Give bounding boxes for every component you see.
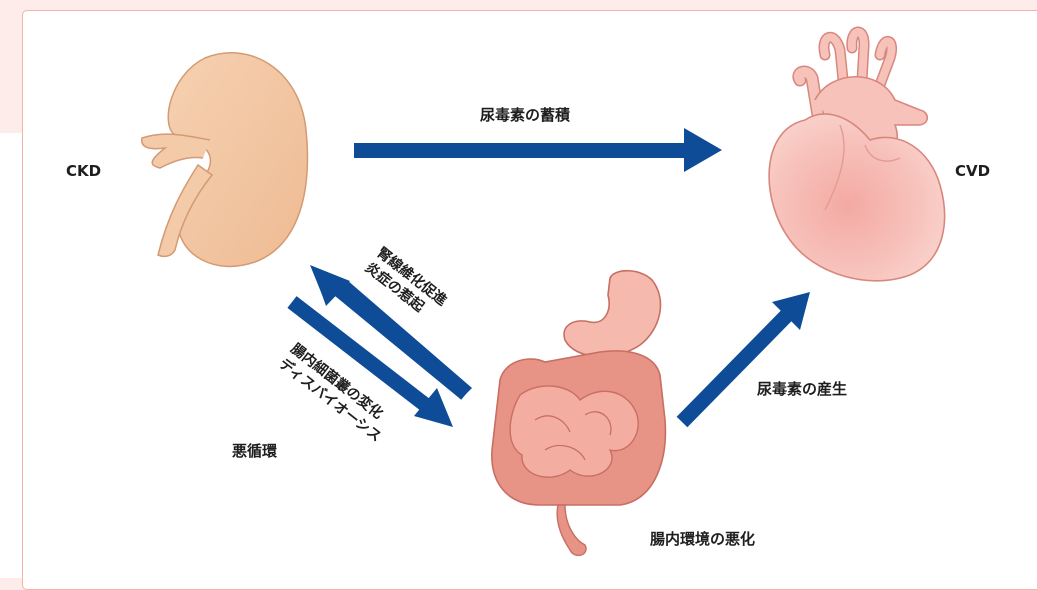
label-uremic-toxin-production: 尿毒素の産生	[757, 378, 847, 399]
arrow-gut-to-cvd	[682, 292, 810, 422]
node-cvd-label: CVD	[955, 162, 990, 180]
label-vicious-cycle: 悪循環	[232, 440, 277, 461]
node-ckd-label: CKD	[66, 162, 101, 180]
label-gut-environment-worsening: 腸内環境の悪化	[650, 528, 755, 549]
kidney-icon	[142, 53, 308, 267]
intestine-icon	[492, 271, 666, 556]
diagram-art	[0, 0, 1037, 578]
label-uremic-toxin-accumulation: 尿毒素の蓄積	[480, 104, 570, 125]
arrow-ckd-to-cvd	[354, 128, 722, 172]
heart-icon	[769, 32, 944, 281]
